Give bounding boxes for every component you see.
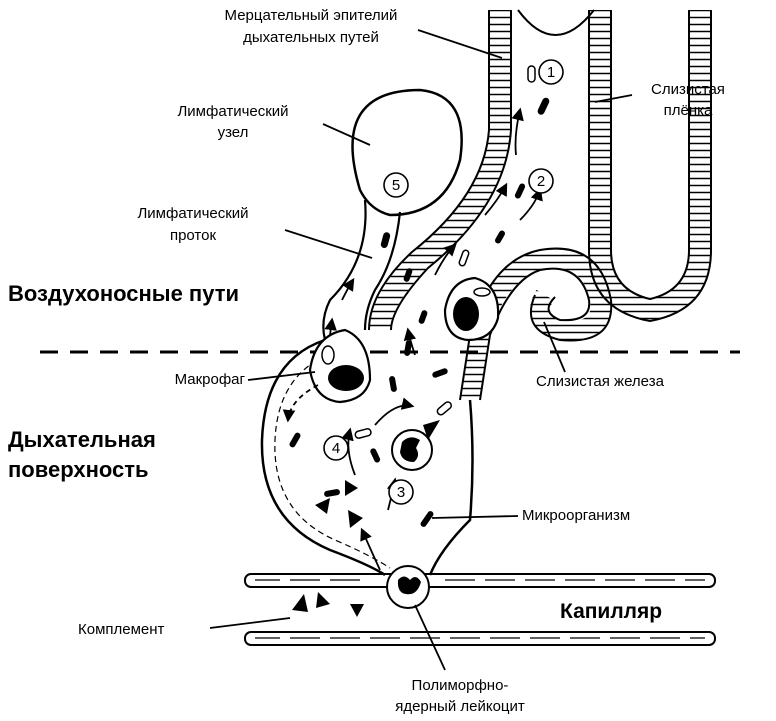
label-macrophage: Макрофаг [130,370,245,389]
label-duct-line1: Лимфатический [118,204,268,223]
step-4: 4 [332,440,340,457]
step-2: 2 [537,173,545,190]
mucus-film [518,10,594,35]
phagocyte-cell [392,430,432,470]
label-cilia-line1: Мерцательный эпителий [186,6,436,25]
label-capillary: Капилляр [560,598,662,625]
lymph-duct [323,200,365,340]
label-microorganism: Микроорганизм [522,506,630,525]
label-duct-line2: проток [118,226,268,245]
epithelium-right [600,10,700,310]
label-cilia-line2: дыхательных путей [186,28,436,47]
step-3: 3 [397,484,405,501]
label-pmn-line1: Полиморфно- [395,676,525,695]
label-mucus-line1: Слизистая [628,80,748,99]
label-gland: Слизистая железа [536,372,664,391]
label-surface-line1: Дыхательная [8,426,156,453]
label-complement: Комплемент [78,620,164,639]
label-node-line1: Лимфатический [158,102,308,121]
label-surface-line2: поверхность [8,456,149,483]
label-node-line2: узел [158,123,308,142]
step-1: 1 [547,64,555,81]
step-5: 5 [392,177,400,194]
label-pmn-line2: ядерный лейкоцит [375,697,545,716]
airway-macrophage [445,278,498,340]
macrophage-cell [310,330,370,402]
label-mucus-line2: плёнка [628,101,748,120]
lymph-node [353,90,462,215]
label-airways: Воздухоносные пути [8,280,239,307]
